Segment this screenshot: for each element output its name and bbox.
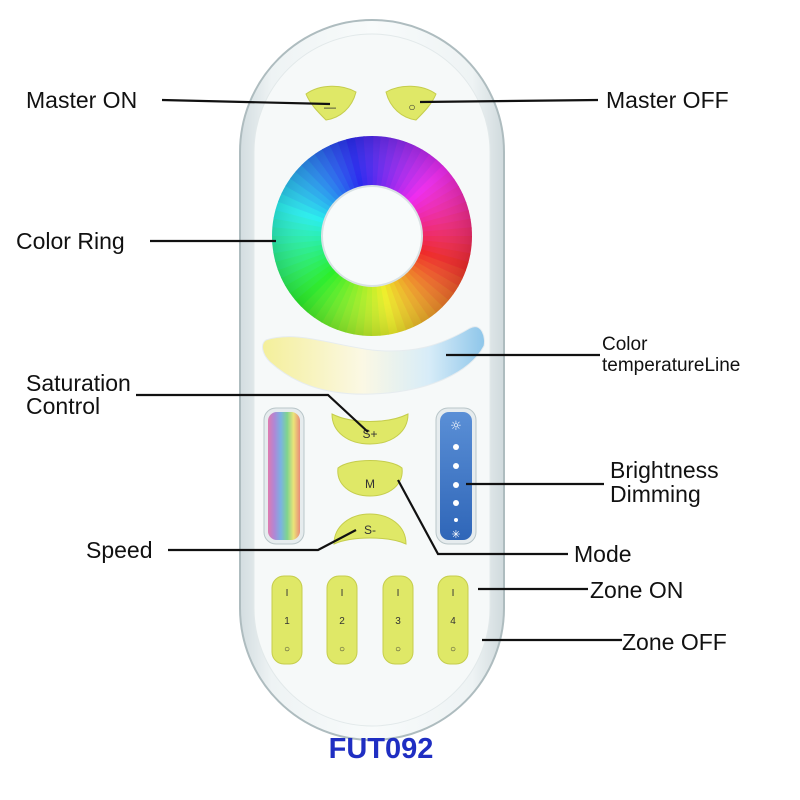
sun-small-icon: ✳ [451, 528, 460, 541]
saturation-plus-button[interactable]: S+ [331, 413, 409, 445]
zone-4-off-symbol: ○ [450, 644, 456, 655]
zone-2-number: 2 [339, 616, 345, 627]
label-zone-on: Zone ON [590, 577, 683, 603]
master-off-button[interactable]: ○ [385, 85, 437, 121]
zone-1-button[interactable]: I 1 ○ [271, 575, 303, 665]
leader-master-on [161, 98, 331, 106]
zone-3-button[interactable]: I 3 ○ [382, 575, 414, 665]
zone-2-off-symbol: ○ [339, 644, 345, 655]
saturation-strip[interactable] [263, 407, 305, 545]
master-off-symbol: ○ [408, 100, 415, 114]
zone-3-off-symbol: ○ [395, 644, 401, 655]
zone-1-number: 1 [284, 616, 290, 627]
leader-saturation [136, 393, 369, 433]
color-temperature-line[interactable] [262, 326, 485, 395]
label-zone-off: Zone OFF [622, 629, 727, 655]
mode-button[interactable]: M [337, 460, 403, 497]
label-saturation-line1: Saturation [26, 370, 131, 396]
brightness-dot [453, 482, 459, 488]
zone-1-on-symbol: I [286, 588, 289, 599]
sun-icon: ☼ [450, 419, 462, 434]
label-master-off: Master OFF [606, 87, 729, 113]
label-color-temp-line2: temperatureLine [602, 355, 740, 376]
brightness-dot [453, 463, 459, 469]
label-color-ring: Color Ring [16, 228, 125, 254]
zone-4-number: 4 [450, 616, 456, 627]
speed-minus-label: S- [364, 523, 376, 537]
color-ring[interactable] [271, 135, 473, 337]
label-master-on: Master ON [26, 87, 137, 113]
leader-mode [397, 479, 568, 556]
label-brightness-line1: Brightness [610, 457, 719, 483]
label-brightness-line2: Dimming [610, 481, 701, 507]
label-speed: Speed [86, 537, 153, 563]
label-color-temp-line1: Color [602, 334, 648, 355]
zone-3-number: 3 [395, 616, 401, 627]
color-ring-center [321, 185, 423, 287]
master-on-symbol: — [324, 100, 336, 114]
speed-minus-button[interactable]: S- [333, 513, 407, 545]
mode-label: M [365, 477, 375, 491]
brightness-dot [453, 444, 459, 450]
zone-3-on-symbol: I [397, 588, 400, 599]
leader-master-off [419, 98, 599, 104]
zone-4-on-symbol: I [452, 588, 455, 599]
leader-speed [168, 529, 357, 552]
zone-4-button[interactable]: I 4 ○ [437, 575, 469, 665]
label-saturation-line2: Control [26, 393, 100, 419]
leader-lines [136, 98, 622, 642]
model-name: FUT092 [329, 733, 434, 765]
label-mode: Mode [574, 541, 632, 567]
zone-1-off-symbol: ○ [284, 644, 290, 655]
brightness-dot [454, 518, 458, 522]
master-on-button[interactable]: — [305, 85, 357, 121]
brightness-strip[interactable]: ☼ ✳ [435, 407, 477, 545]
zone-buttons: I 1 ○ I 2 ○ I 3 ○ I 4 ○ [271, 575, 469, 665]
brightness-dot [453, 500, 459, 506]
zone-2-button[interactable]: I 2 ○ [326, 575, 358, 665]
zone-2-on-symbol: I [341, 588, 344, 599]
